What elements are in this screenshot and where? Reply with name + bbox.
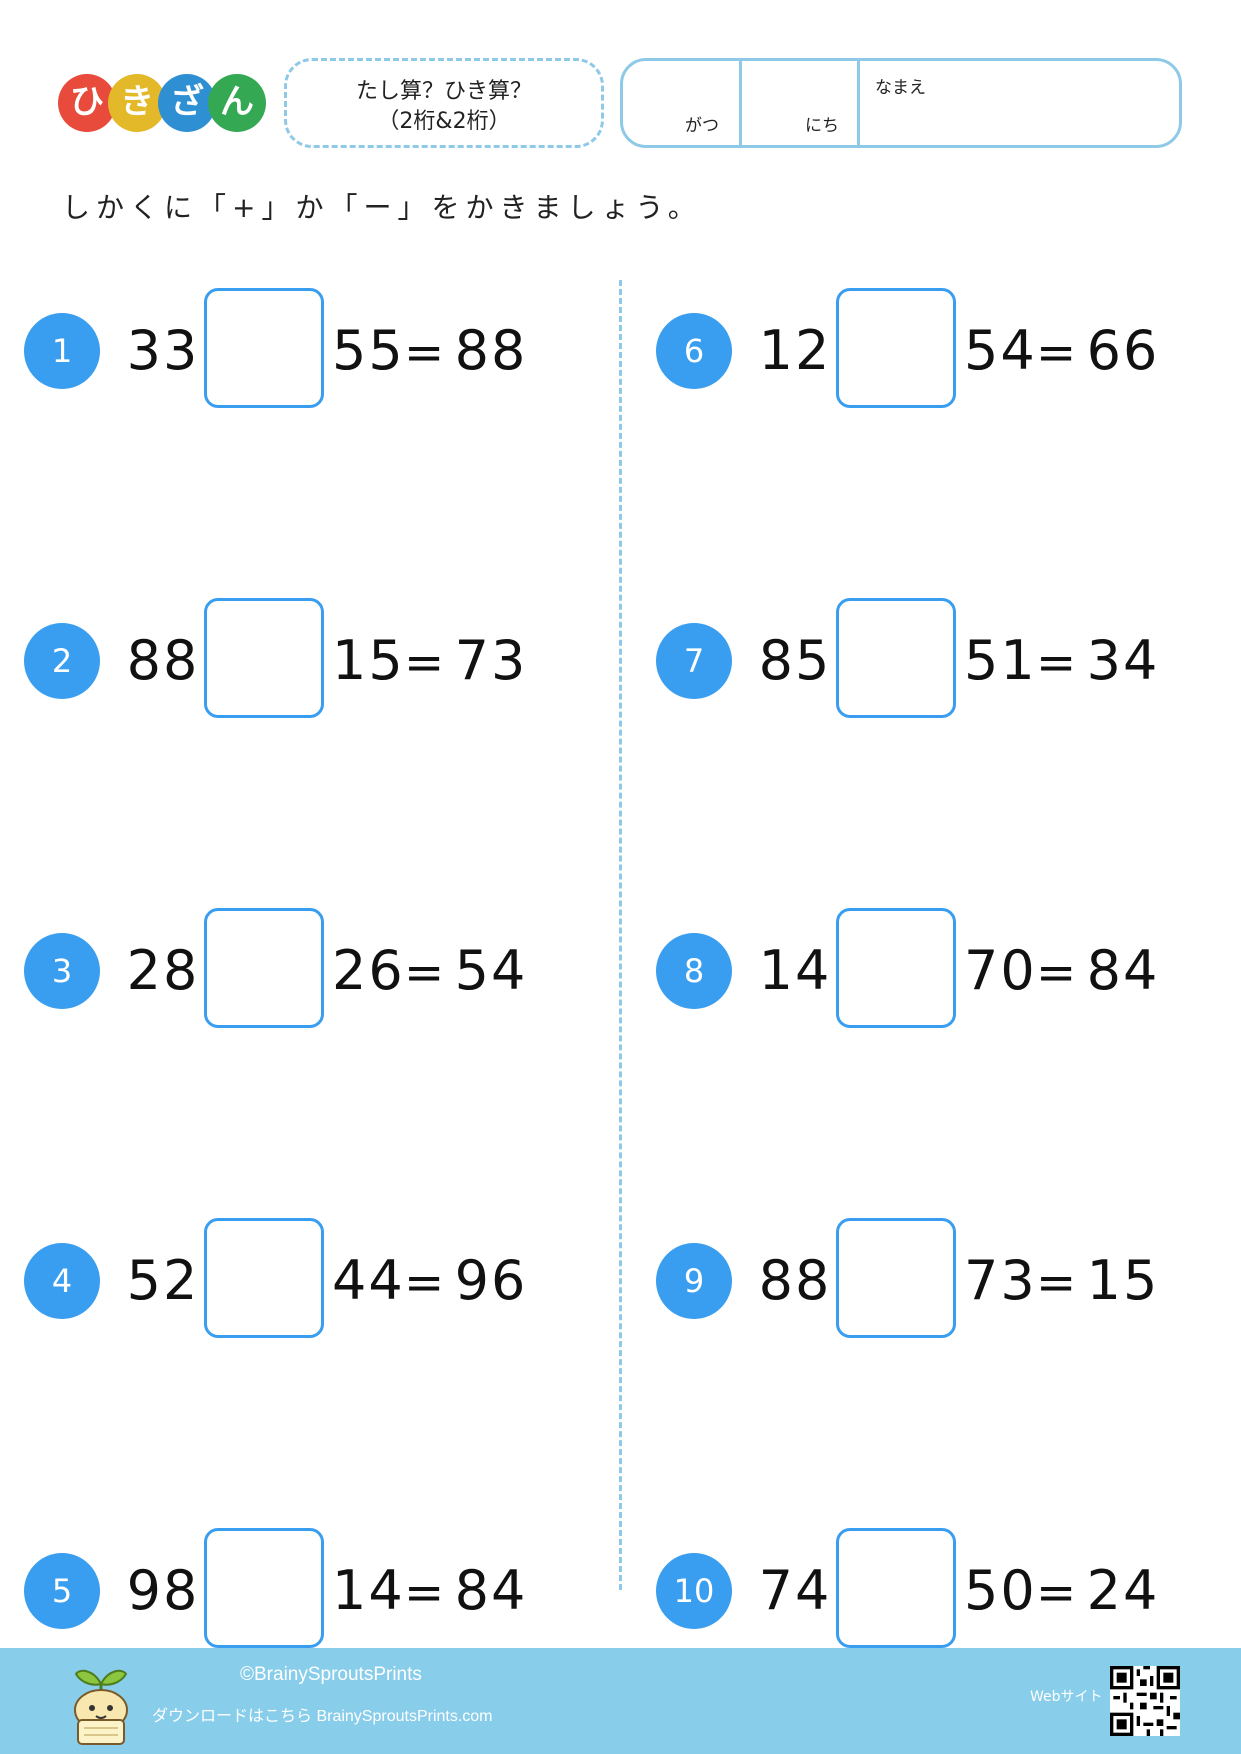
- problem-10: 10 74 50 = 24: [656, 1528, 1216, 1648]
- equals-sign: =: [404, 635, 445, 691]
- operand-a: 33: [126, 319, 200, 382]
- result: 84: [1086, 939, 1160, 1002]
- problem-8: 8 14 70 = 84: [656, 908, 1216, 1028]
- answer-box[interactable]: [836, 908, 956, 1028]
- operand-a: 12: [758, 319, 832, 382]
- equals-sign: =: [404, 945, 445, 1001]
- result: 84: [454, 1559, 528, 1622]
- operand-a: 98: [126, 1559, 200, 1622]
- equals-sign: =: [1036, 945, 1077, 1001]
- divider: [857, 61, 860, 145]
- problem-7: 7 85 51 = 34: [656, 598, 1216, 718]
- answer-box[interactable]: [204, 288, 324, 408]
- operand-b: 51: [964, 629, 1037, 692]
- operand-b: 44: [332, 1249, 405, 1312]
- problem-9: 9 88 73 = 15: [656, 1218, 1216, 1338]
- sprout-mascot-icon: [74, 1669, 128, 1745]
- logo-char-2: き: [108, 74, 166, 132]
- problem-2: 2 88 15 = 73: [24, 598, 584, 718]
- download-link[interactable]: ダウンロードはこちら BrainySproutsPrints.com: [152, 1708, 493, 1725]
- title-line-2: （2桁&2桁）: [377, 109, 511, 134]
- day-label: にち: [805, 116, 839, 136]
- operand-a: 52: [126, 1249, 200, 1312]
- operand-a: 74: [758, 1559, 832, 1622]
- operand-b: 55: [332, 319, 405, 382]
- problem-number: 9: [656, 1243, 732, 1319]
- problem-number: 7: [656, 623, 732, 699]
- answer-box[interactable]: [836, 1528, 956, 1648]
- answer-box[interactable]: [836, 598, 956, 718]
- result: 15: [1086, 1249, 1160, 1312]
- answer-box[interactable]: [204, 1528, 324, 1648]
- problem-5: 5 98 14 = 84: [24, 1528, 584, 1648]
- footer: ©BrainySproutsPrints ダウンロードはこちら BrainySp…: [0, 1648, 1241, 1754]
- operand-b: 26: [332, 939, 405, 1002]
- qr-code-icon[interactable]: [1110, 1666, 1180, 1736]
- answer-box[interactable]: [836, 1218, 956, 1338]
- result: 73: [454, 629, 528, 692]
- operand-b: 15: [332, 629, 405, 692]
- divider: [739, 61, 742, 145]
- problem-number: 4: [24, 1243, 100, 1319]
- problem-number: 3: [24, 933, 100, 1009]
- date-name-box[interactable]: がつ にち なまえ: [620, 58, 1182, 148]
- column-divider: [619, 280, 622, 1590]
- equals-sign: =: [404, 1565, 445, 1621]
- problem-1: 1 33 55 = 88: [24, 288, 584, 408]
- logo-char-4: ん: [208, 74, 266, 132]
- operand-b: 54: [964, 319, 1037, 382]
- logo-char-1: ひ: [58, 74, 116, 132]
- answer-box[interactable]: [204, 1218, 324, 1338]
- result: 24: [1086, 1559, 1160, 1622]
- problem-4: 4 52 44 = 96: [24, 1218, 584, 1338]
- problem-3: 3 28 26 = 54: [24, 908, 584, 1028]
- result: 66: [1086, 319, 1160, 382]
- equals-sign: =: [1036, 1255, 1077, 1311]
- problem-number: 8: [656, 933, 732, 1009]
- result: 54: [454, 939, 528, 1002]
- problem-number: 6: [656, 313, 732, 389]
- month-label: がつ: [685, 116, 719, 136]
- problem-number: 2: [24, 623, 100, 699]
- operand-a: 28: [126, 939, 200, 1002]
- answer-box[interactable]: [836, 288, 956, 408]
- operand-b: 50: [964, 1559, 1037, 1622]
- logo-char-3: ざ: [158, 74, 216, 132]
- operand-b: 73: [964, 1249, 1037, 1312]
- answer-box[interactable]: [204, 908, 324, 1028]
- operand-b: 14: [332, 1559, 405, 1622]
- operand-b: 70: [964, 939, 1037, 1002]
- operand-a: 85: [758, 629, 832, 692]
- operand-a: 88: [126, 629, 200, 692]
- equals-sign: =: [1036, 635, 1077, 691]
- result: 88: [454, 319, 528, 382]
- instruction-text: しかくに「+」か「ー」をかきましょう。: [62, 191, 702, 224]
- worksheet-title: たし算？ひき算？ （2桁&2桁）: [284, 58, 604, 148]
- problem-number: 10: [656, 1553, 732, 1629]
- problem-6: 6 12 54 = 66: [656, 288, 1216, 408]
- website-label: Webサイト: [1030, 1689, 1103, 1705]
- operand-a: 14: [758, 939, 832, 1002]
- problem-number: 5: [24, 1553, 100, 1629]
- worksheet-logo: ひ き ざ ん: [58, 74, 268, 134]
- equals-sign: =: [1036, 1565, 1077, 1621]
- answer-box[interactable]: [204, 598, 324, 718]
- result: 96: [454, 1249, 528, 1312]
- name-label: なまえ: [875, 78, 926, 98]
- operand-a: 88: [758, 1249, 832, 1312]
- copyright-text: ©BrainySproutsPrints: [240, 1664, 422, 1685]
- equals-sign: =: [404, 1255, 445, 1311]
- problem-number: 1: [24, 313, 100, 389]
- result: 34: [1086, 629, 1160, 692]
- equals-sign: =: [404, 325, 445, 381]
- title-line-1: たし算？ひき算？: [355, 79, 532, 104]
- equals-sign: =: [1036, 325, 1077, 381]
